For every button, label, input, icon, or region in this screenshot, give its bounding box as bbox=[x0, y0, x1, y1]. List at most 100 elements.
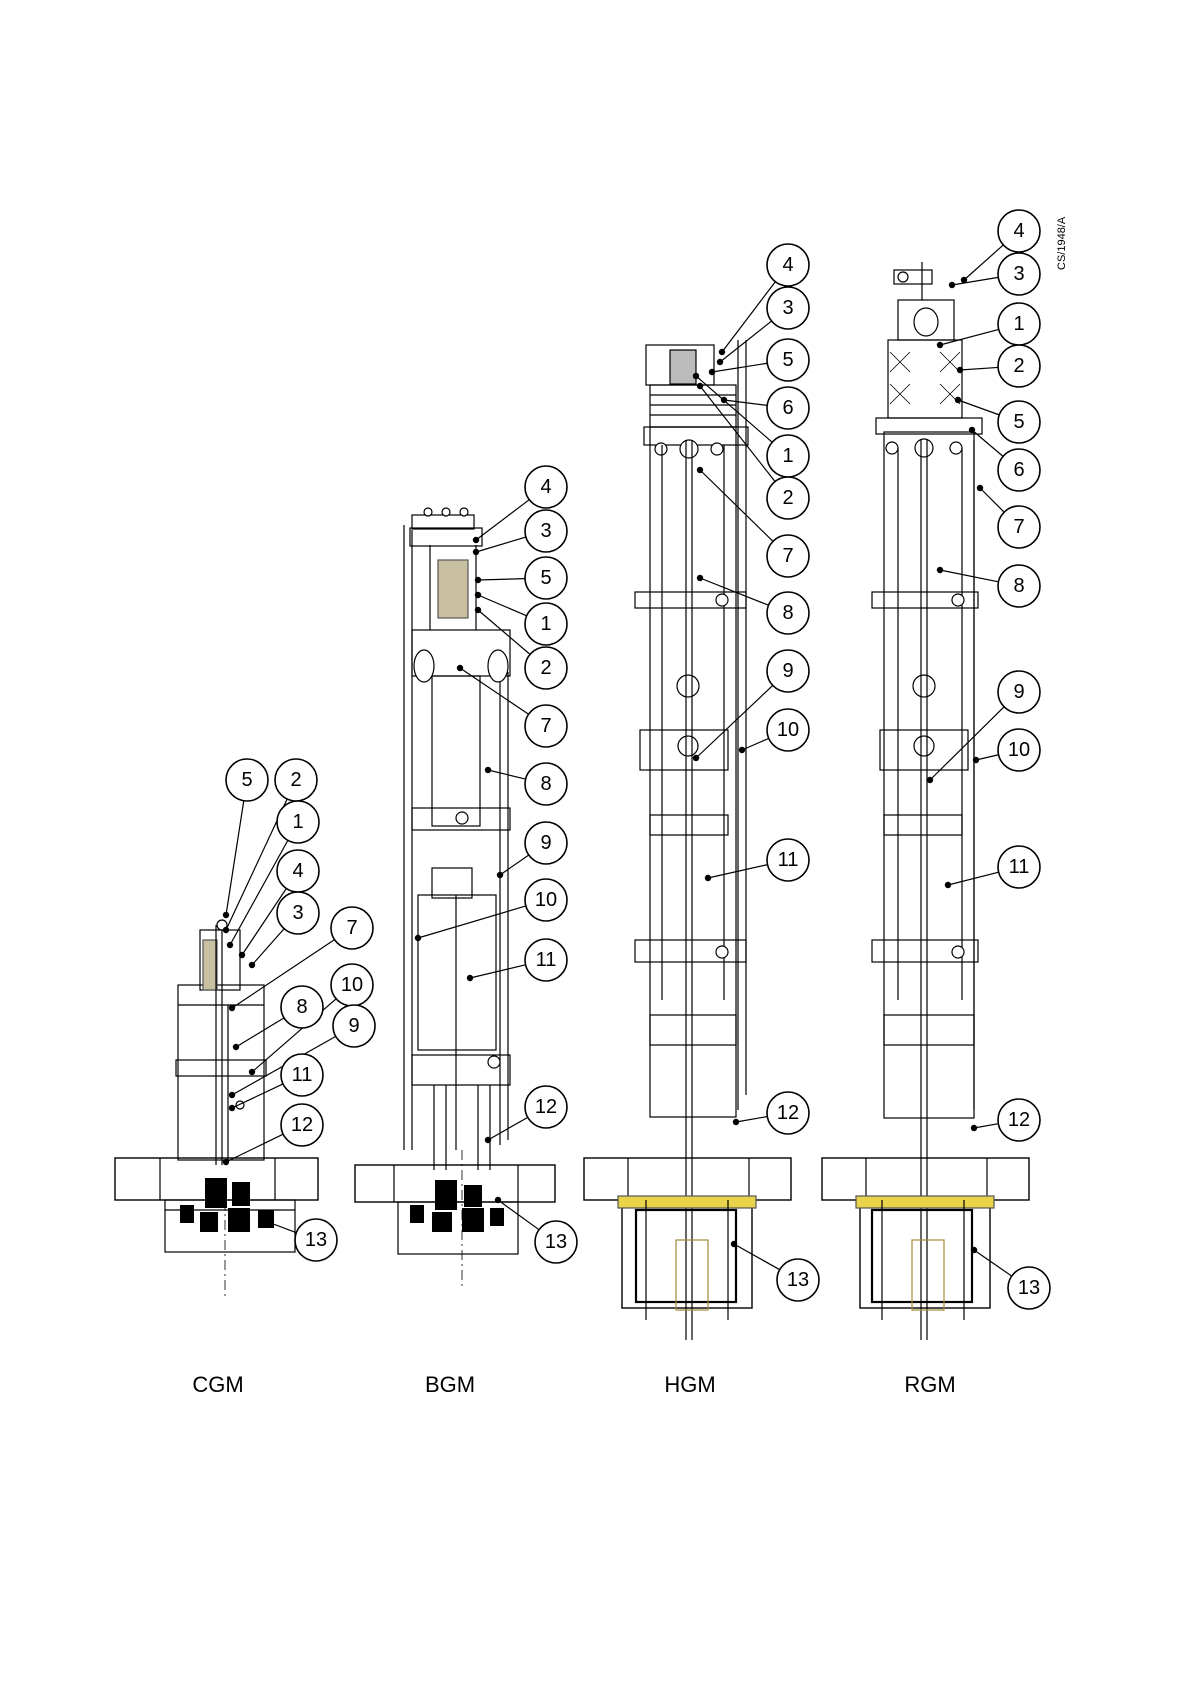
callout-number: 10 bbox=[1008, 739, 1030, 761]
model-label-cgm: CGM bbox=[192, 1372, 243, 1398]
leader-line bbox=[930, 707, 1004, 780]
callout-bgm-3: 3 bbox=[473, 510, 567, 555]
leader-dot bbox=[475, 577, 481, 583]
callout-hgm-10: 10 bbox=[739, 709, 809, 753]
leader-dot bbox=[693, 373, 699, 379]
model-label-bgm: BGM bbox=[425, 1372, 475, 1398]
callout-number: 5 bbox=[1013, 411, 1024, 433]
callout-hgm-13: 13 bbox=[731, 1241, 819, 1301]
callout-number: 8 bbox=[540, 773, 551, 795]
callout-cgm-13: 13 bbox=[265, 1219, 337, 1261]
callout-number: 13 bbox=[305, 1229, 327, 1251]
callout-number: 10 bbox=[777, 719, 799, 741]
callout-number: 1 bbox=[782, 445, 793, 467]
callout-number: 12 bbox=[1008, 1109, 1030, 1131]
leader-line bbox=[478, 610, 530, 654]
leader-line bbox=[476, 537, 526, 552]
callout-number: 7 bbox=[346, 917, 357, 939]
callout-number: 7 bbox=[540, 715, 551, 737]
leader-line bbox=[972, 430, 1003, 456]
leader-line bbox=[980, 488, 1004, 512]
leader-dot bbox=[485, 767, 491, 773]
leader-dot bbox=[473, 537, 479, 543]
leader-line bbox=[470, 965, 526, 978]
callout-bgm-8: 8 bbox=[485, 763, 567, 805]
callout-number: 3 bbox=[1013, 263, 1024, 285]
leader-line bbox=[500, 855, 529, 875]
leader-line bbox=[952, 277, 998, 285]
callout-number: 9 bbox=[348, 1015, 359, 1037]
leader-dot bbox=[485, 1137, 491, 1143]
leader-dot bbox=[955, 397, 961, 403]
callout-bgm-12: 12 bbox=[485, 1086, 567, 1143]
callout-number: 7 bbox=[1013, 516, 1024, 538]
leader-line bbox=[722, 282, 775, 352]
leader-dot bbox=[229, 1092, 235, 1098]
leader-dot bbox=[415, 935, 421, 941]
callout-number: 10 bbox=[341, 974, 363, 996]
callout-number: 3 bbox=[782, 297, 793, 319]
leader-line bbox=[974, 1250, 1012, 1276]
leader-line bbox=[734, 1244, 780, 1270]
leader-dot bbox=[229, 1105, 235, 1111]
callout-number: 11 bbox=[292, 1064, 313, 1086]
callout-rgm-12: 12 bbox=[971, 1099, 1040, 1141]
leader-line bbox=[948, 872, 999, 885]
callout-rgm-3: 3 bbox=[949, 253, 1040, 295]
callout-rgm-10: 10 bbox=[973, 729, 1040, 771]
callout-number: 4 bbox=[540, 476, 551, 498]
callout-bgm-13: 13 bbox=[495, 1197, 577, 1263]
callout-number: 10 bbox=[535, 889, 557, 911]
callout-bgm-10: 10 bbox=[415, 879, 567, 941]
callout-bgm-5: 5 bbox=[475, 557, 567, 599]
callout-number: 9 bbox=[782, 660, 793, 682]
leader-line bbox=[488, 770, 526, 779]
leader-line bbox=[236, 1018, 284, 1047]
callout-number: 6 bbox=[782, 397, 793, 419]
callout-number: 6 bbox=[1013, 459, 1024, 481]
leader-line bbox=[960, 367, 998, 370]
callout-number: 2 bbox=[782, 487, 793, 509]
model-label-rgm: RGM bbox=[904, 1372, 955, 1398]
callout-number: 11 bbox=[778, 849, 799, 871]
leader-dot bbox=[475, 592, 481, 598]
callout-number: 13 bbox=[787, 1269, 809, 1291]
leader-dot bbox=[457, 665, 463, 671]
callout-number: 1 bbox=[1013, 313, 1024, 335]
callout-number: 8 bbox=[782, 602, 793, 624]
callout-number: 1 bbox=[292, 811, 303, 833]
callout-layer: 5214371089111213435127891011121343561278… bbox=[223, 210, 1050, 1309]
callout-number: 8 bbox=[296, 996, 307, 1018]
leader-line bbox=[696, 685, 773, 758]
callout-number: 4 bbox=[782, 254, 793, 276]
callout-number: 11 bbox=[1009, 856, 1030, 878]
callout-number: 4 bbox=[292, 860, 303, 882]
leader-dot bbox=[223, 1159, 229, 1165]
leader-dot bbox=[971, 1247, 977, 1253]
callout-number: 12 bbox=[535, 1096, 557, 1118]
callout-number: 3 bbox=[540, 520, 551, 542]
leader-dot bbox=[731, 1241, 737, 1247]
leader-dot bbox=[227, 942, 233, 948]
callout-rgm-5: 5 bbox=[955, 397, 1040, 443]
leader-dot bbox=[223, 927, 229, 933]
leader-dot bbox=[973, 757, 979, 763]
leader-dot bbox=[969, 427, 975, 433]
leader-dot bbox=[495, 1197, 501, 1203]
leader-dot bbox=[473, 549, 479, 555]
callout-number: 5 bbox=[241, 769, 252, 791]
leader-dot bbox=[927, 777, 933, 783]
callout-cgm-8: 8 bbox=[233, 986, 323, 1050]
callout-number: 5 bbox=[782, 349, 793, 371]
callout-number: 13 bbox=[1018, 1277, 1040, 1299]
callout-number: 9 bbox=[540, 832, 551, 854]
leader-dot bbox=[719, 349, 725, 355]
callout-hgm-12: 12 bbox=[733, 1092, 809, 1134]
leader-dot bbox=[709, 369, 715, 375]
leader-dot bbox=[717, 359, 723, 365]
leader-dot bbox=[239, 952, 245, 958]
callout-rgm-7: 7 bbox=[977, 485, 1040, 548]
leader-line bbox=[976, 755, 999, 760]
leader-dot bbox=[249, 962, 255, 968]
